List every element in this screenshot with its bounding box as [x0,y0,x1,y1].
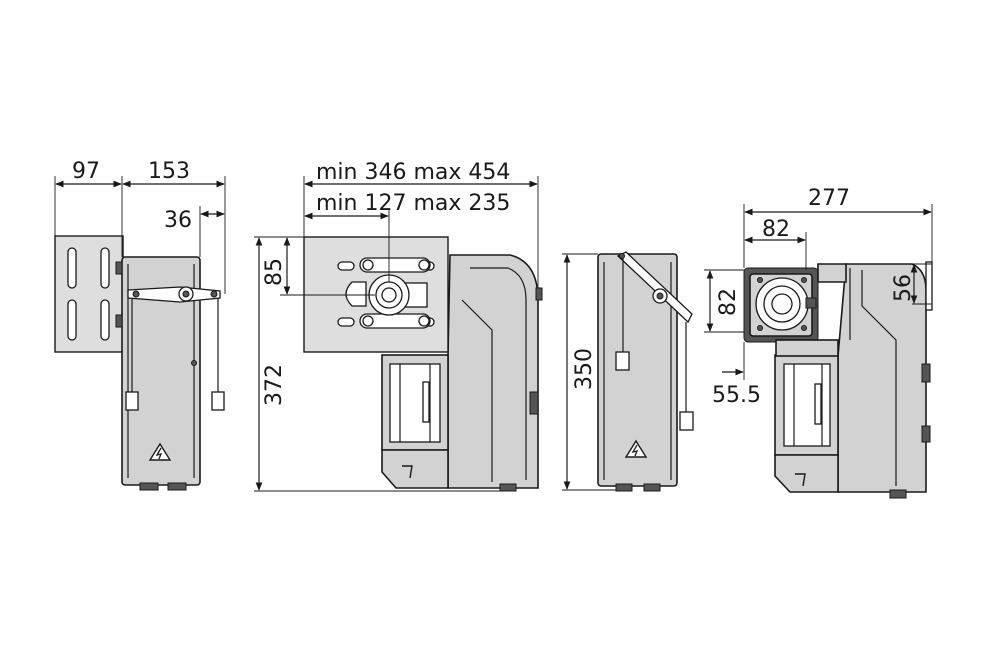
dim-min-127-max-235: min 127 max 235 [316,191,510,216]
motor-body [121,256,201,486]
dim-350: 350 [572,348,597,390]
dim-82-height: 82 [716,288,741,316]
back-view: 350 [562,251,694,492]
electrical-warning-icon [148,442,172,461]
dim-85: 85 [262,258,287,286]
dim-56: 56 [891,274,916,302]
gear-housing [447,254,539,489]
front-view: min 346 max 454 min 127 max 235 85 372 [254,160,543,492]
dim-82-width: 82 [762,217,790,242]
back-body [597,253,678,487]
side-view: 97 153 36 [54,159,226,491]
right-base [774,454,839,493]
arrow-mark-icon [402,465,413,479]
dim-min-346-max-454: min 346 max 454 [316,160,510,185]
right-arrow-mark-icon [795,473,806,487]
dim-277: 277 [808,186,850,211]
front-base [381,449,449,489]
release-lever [127,286,221,303]
dim-372: 372 [262,364,287,406]
dim-55-5: 55.5 [712,383,761,408]
dim-153: 153 [148,159,190,184]
right-view: 277 82 82 56 55.5 [704,186,933,499]
dim-97: 97 [72,159,100,184]
dim-36: 36 [164,208,192,233]
mounting-plate [54,235,124,353]
back-electrical-warning-icon [624,439,648,458]
